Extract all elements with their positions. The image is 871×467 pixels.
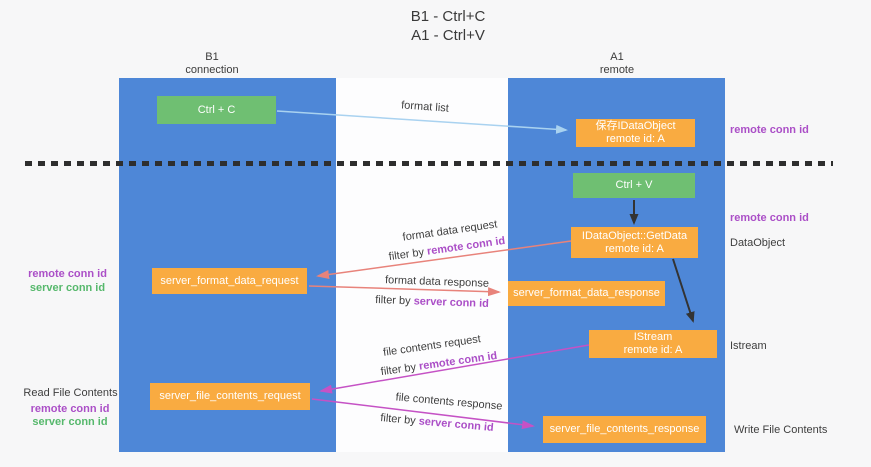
lane-b1-subtitle: connection: [185, 64, 239, 76]
istream-side-label: Istream: [730, 340, 767, 352]
diagram-title: B1 - Ctrl+C A1 - Ctrl+V: [148, 7, 748, 45]
lane-header-a1: A1 remote: [517, 51, 717, 77]
remote-conn-id-label-bottom-left: remote conn id: [30, 403, 110, 415]
ctrl-c-box: Ctrl + C: [157, 96, 276, 124]
server-file-contents-request-box: server_file_contents_request: [150, 383, 310, 410]
ctrl-c-label: Ctrl + C: [197, 103, 236, 116]
server-format-data-request-label: server_format_data_request: [160, 274, 299, 287]
title-line-2: A1 - Ctrl+V: [411, 27, 485, 44]
lane-a1-subtitle: remote: [599, 64, 635, 76]
server-file-contents-request-label: server_file_contents_request: [159, 390, 301, 402]
istream-box: IStream remote id: A: [589, 330, 717, 358]
lane-header-b1: B1 connection: [112, 51, 312, 77]
title-line-1: B1 - Ctrl+C: [410, 8, 486, 25]
server-format-data-request-box: server_format_data_request: [152, 268, 307, 294]
remote-conn-id-label-mid-left: remote conn id: [28, 268, 107, 280]
server-file-contents-response-box: server_file_contents_response: [543, 416, 706, 443]
write-file-contents-label: Write File Contents: [734, 424, 828, 436]
dashed-divider-line: [25, 161, 833, 166]
lane-a1-name: A1: [610, 51, 624, 63]
server-format-data-response-label: server_format_data_response: [513, 287, 660, 299]
server-format-data-response-box: server_format_data_response: [508, 281, 665, 306]
lane-b1-name: B1: [205, 51, 219, 63]
istream-line1: IStream: [633, 331, 673, 343]
server-conn-id-label-mid-left: server conn id: [29, 282, 106, 294]
getdata-line1: IDataObject::GetData: [581, 229, 688, 242]
server-file-contents-response-label: server_file_contents_response: [549, 423, 700, 435]
istream-line2: remote id: A: [623, 344, 683, 356]
save-idataobject-box: 保存IDataObject remote id: A: [576, 119, 695, 147]
dataobject-label: DataObject: [730, 237, 786, 249]
remote-conn-id-label-top-right: remote conn id: [730, 124, 809, 136]
ctrl-v-box: Ctrl + V: [573, 173, 695, 198]
server-conn-id-label-bottom-left: server conn id: [32, 416, 108, 428]
save-idataobject-line2: remote id: A: [606, 133, 665, 145]
ctrl-v-label: Ctrl + V: [615, 179, 653, 191]
save-idataobject-line1: 保存IDataObject: [595, 120, 676, 132]
remote-conn-id-label-mid-right: remote conn id: [730, 212, 809, 224]
filter-by-prefix: filter by: [374, 294, 414, 308]
read-file-contents-label: Read File Contents: [23, 387, 118, 399]
filter-key-server-conn-id: server conn id: [413, 295, 490, 310]
idataobject-getdata-box: IDataObject::GetData remote id: A: [571, 227, 698, 258]
getdata-line2: remote id: A: [605, 242, 664, 255]
